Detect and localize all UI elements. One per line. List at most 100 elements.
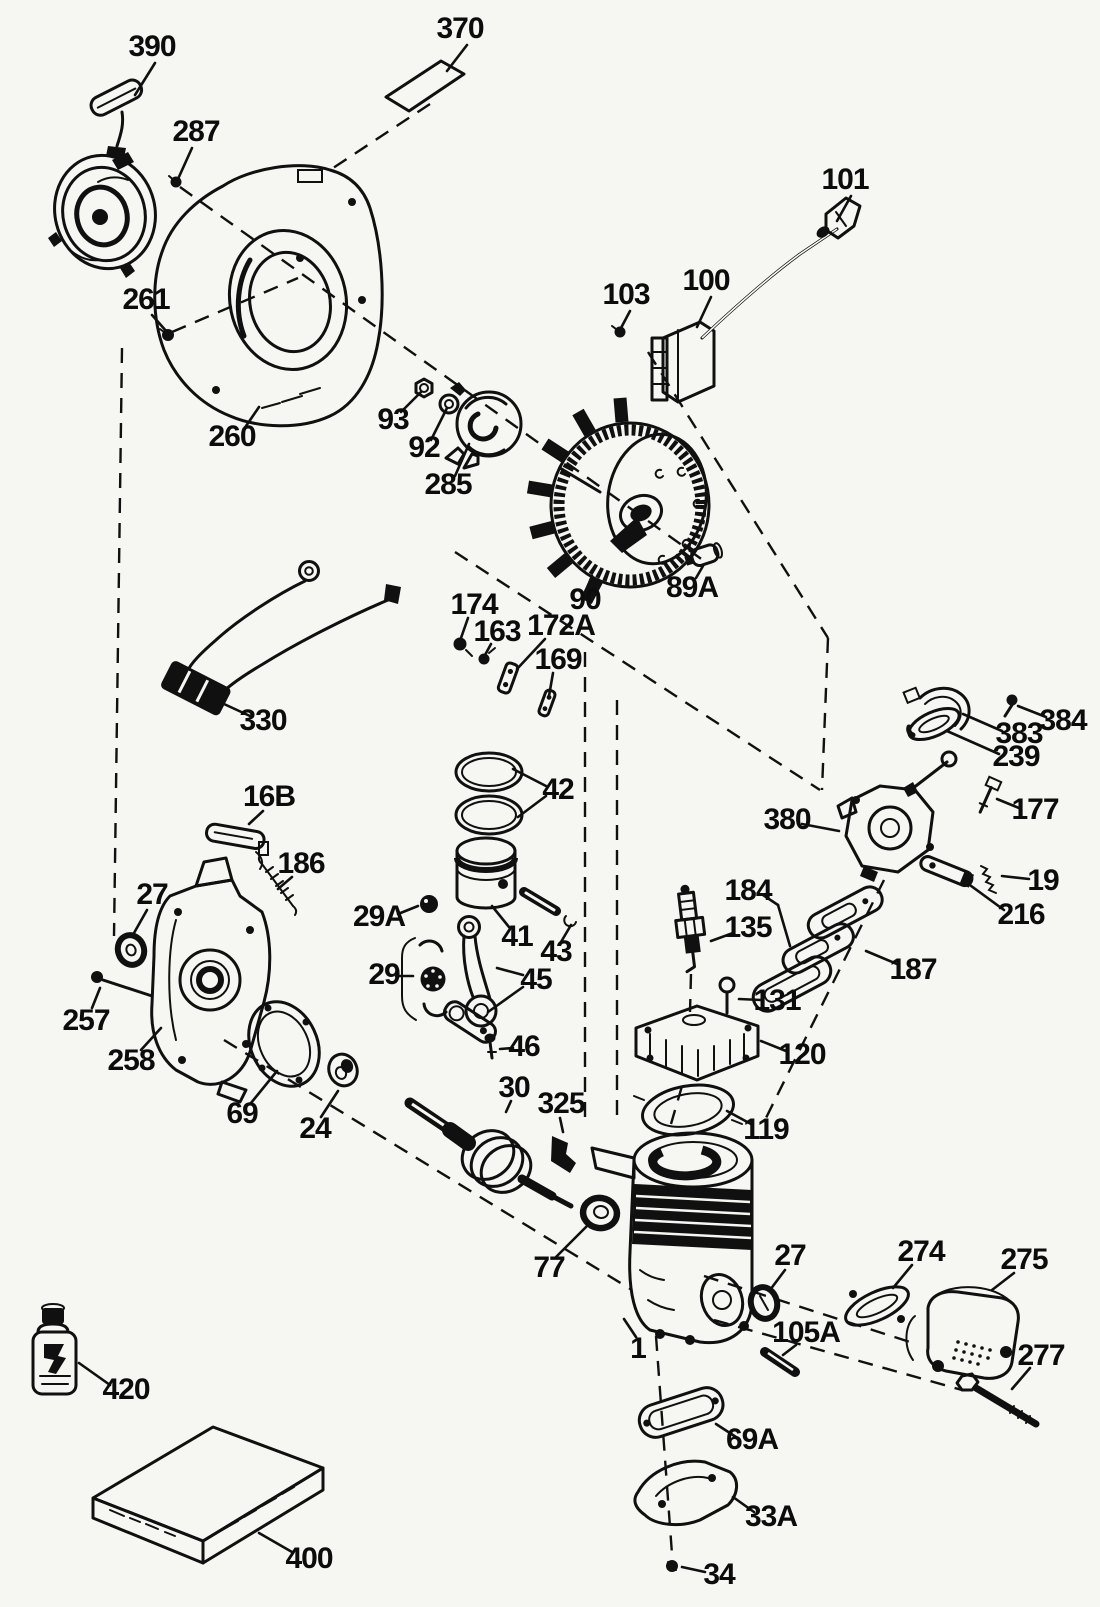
leader-line-261 — [150, 313, 169, 334]
leader-line-27L — [132, 908, 149, 935]
part-callout-103: 103 — [602, 278, 649, 311]
part-callout-69A: 69A — [726, 1423, 778, 1456]
part-callout-119: 119 — [743, 1113, 789, 1146]
leader-line-216 — [961, 878, 1006, 912]
lever-16B — [205, 822, 269, 870]
part-callout-261: 261 — [122, 283, 169, 316]
terminal-89A — [684, 542, 724, 567]
part-callout-325: 325 — [537, 1087, 584, 1120]
decal-370 — [384, 59, 466, 113]
part-callout-177: 177 — [1011, 793, 1058, 826]
part-callout-184: 184 — [724, 874, 772, 907]
leader-line-24 — [319, 1089, 340, 1119]
leader-line-119 — [725, 1109, 753, 1126]
muffler-gasket-274 — [844, 1285, 910, 1327]
leader-line-46 — [498, 1046, 515, 1051]
leader-line-90 — [584, 574, 594, 592]
leader-line-184 — [776, 903, 792, 948]
part-callout-46: 46 — [508, 1030, 540, 1063]
key-325 — [551, 1136, 576, 1173]
reed-plates-184-187 — [751, 885, 884, 1013]
gasket-ring-239 — [906, 706, 961, 742]
part-callout-41: 41 — [501, 920, 533, 953]
part-callout-1: 1 — [630, 1332, 646, 1365]
part-callout-77: 77 — [533, 1251, 565, 1284]
part-callout-27L: 27 — [136, 878, 168, 911]
leader-line-93 — [399, 390, 423, 414]
leader-line-45 — [486, 985, 525, 1014]
part-callout-380: 380 — [763, 803, 810, 836]
leader-line-27R — [768, 1268, 787, 1292]
leader-line-100 — [695, 295, 713, 329]
leader-line-92 — [429, 406, 449, 442]
leader-line-187 — [864, 949, 899, 966]
leader-line-1 — [622, 1317, 638, 1339]
blower-housing-260 — [153, 164, 384, 428]
starter-cup-285 — [444, 382, 523, 470]
leader-line-69A — [714, 1422, 738, 1439]
spring-186 — [257, 854, 298, 916]
washer-92 — [438, 393, 460, 415]
leader-line-77 — [554, 1223, 590, 1259]
leader-line-42 — [511, 767, 548, 788]
leader-line-42 — [516, 794, 548, 819]
part-callout-169: 169 — [534, 643, 581, 676]
screw-384 — [1003, 694, 1018, 718]
leader-line-287 — [176, 146, 194, 181]
part-callout-135: 135 — [724, 911, 771, 944]
leader-line-172A — [515, 637, 547, 671]
part-callout-43: 43 — [540, 935, 572, 968]
cover-plate-33A — [633, 1459, 738, 1527]
part-callout-92: 92 — [408, 431, 440, 464]
part-callout-42: 42 — [542, 773, 574, 806]
part-callout-187: 187 — [889, 953, 936, 986]
leader-line-101 — [835, 194, 853, 223]
spark-plug-135 — [674, 884, 707, 974]
dowel-pin-105A — [760, 1347, 800, 1377]
part-callout-101: 101 — [821, 163, 868, 196]
leader-line-257 — [90, 986, 102, 1010]
leader-line-19 — [1000, 874, 1031, 881]
screw-257 — [91, 971, 154, 998]
bolt-131 — [718, 976, 736, 1015]
leader-line-275 — [990, 1271, 1016, 1292]
part-callout-100: 100 — [682, 264, 729, 297]
leader-line-277 — [1010, 1366, 1032, 1391]
gasket-69A — [637, 1386, 725, 1439]
leader-line-45 — [495, 966, 525, 977]
leader-line-380 — [800, 822, 841, 833]
screw-261 — [159, 328, 174, 341]
cylinder-assembly-1 — [590, 1131, 754, 1345]
leader-line-43 — [559, 923, 573, 944]
part-callout-383: 383 — [995, 717, 1042, 750]
leader-line-16B — [247, 809, 265, 826]
leader-line-89A — [694, 564, 705, 580]
leader-line-370 — [445, 43, 469, 73]
part-callout-29A: 29A — [353, 900, 405, 933]
oil-seal-24 — [327, 1052, 359, 1088]
leader-line-274 — [891, 1263, 914, 1290]
piston-rings-42 — [454, 751, 524, 836]
part-callout-400: 400 — [285, 1542, 332, 1575]
wiring-harness-330 — [161, 560, 401, 716]
leader-line-33A — [731, 1495, 756, 1514]
part-callout-120: 120 — [778, 1038, 825, 1071]
screw-46 — [484, 1033, 497, 1060]
cylinder-head-120 — [634, 1004, 760, 1082]
governor-lever-216 — [919, 855, 975, 888]
piston-41 — [454, 836, 518, 910]
leader-line-69 — [249, 1069, 279, 1105]
screw-174 — [453, 637, 473, 657]
crankcase-half-258 — [150, 856, 272, 1104]
part-callout-69: 69 — [226, 1097, 258, 1130]
part-callout-34: 34 — [703, 1558, 736, 1591]
part-callout-90: 90 — [569, 583, 601, 616]
part-callout-258: 258 — [107, 1044, 154, 1077]
leader-line-177 — [995, 797, 1021, 810]
part-callout-30: 30 — [498, 1071, 530, 1104]
part-callout-45: 45 — [520, 963, 552, 996]
part-callout-186: 186 — [277, 847, 324, 880]
leader-line-239 — [945, 729, 1001, 756]
